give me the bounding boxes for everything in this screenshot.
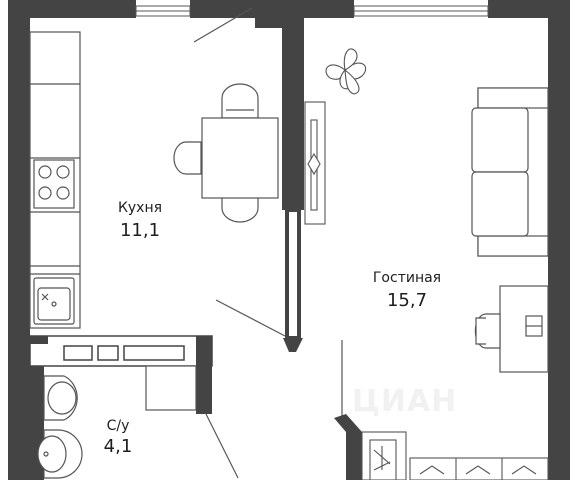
bath-cabinet bbox=[145, 365, 197, 411]
sofa-arm-top bbox=[477, 87, 549, 109]
sofa bbox=[471, 87, 549, 257]
wall-kitchen-living-stub bbox=[285, 208, 301, 340]
chair-top bbox=[221, 83, 259, 119]
windows bbox=[135, 5, 489, 17]
wall-niche-1 bbox=[63, 345, 93, 361]
wall-niche-3 bbox=[123, 345, 185, 361]
wall-bath-cap-left bbox=[30, 336, 48, 344]
stove bbox=[33, 159, 75, 209]
interior-walls bbox=[29, 18, 304, 480]
sofa-cushion-1 bbox=[471, 107, 529, 173]
door-entry-top bbox=[193, 7, 253, 43]
doors bbox=[193, 7, 343, 479]
dining-set bbox=[173, 83, 279, 223]
room-label-kitchen: Кухня 11,1 bbox=[100, 200, 180, 242]
kitchen-sink bbox=[33, 277, 75, 325]
wall-niche-2 bbox=[97, 345, 119, 361]
dining-table bbox=[201, 117, 279, 199]
burner-2 bbox=[56, 165, 70, 179]
chair-left bbox=[173, 141, 202, 175]
burner-3 bbox=[38, 186, 52, 200]
tv-stand bbox=[304, 101, 326, 225]
wall-stub-end bbox=[283, 338, 303, 352]
door-bath bbox=[205, 413, 239, 479]
sofa-cushion-2 bbox=[471, 171, 529, 237]
wardrobe bbox=[409, 457, 549, 480]
door-kitchen bbox=[215, 299, 286, 337]
sofa-arm-bottom bbox=[477, 235, 549, 257]
room-name: С/у bbox=[106, 418, 130, 434]
room-label-bathroom: С/у 4,1 bbox=[96, 418, 140, 458]
plant bbox=[325, 48, 367, 95]
burner-4 bbox=[56, 186, 70, 200]
bathroom-fixtures bbox=[37, 365, 197, 479]
room-area: 15,7 bbox=[386, 290, 428, 311]
room-area: 11,1 bbox=[119, 220, 161, 241]
wall-bath-right bbox=[196, 336, 212, 414]
room-label-living: Гостиная 15,7 bbox=[362, 270, 452, 312]
wall-kitchen-living bbox=[282, 18, 304, 210]
wall-right bbox=[548, 0, 570, 480]
room-name: Гостиная bbox=[372, 270, 442, 286]
burner-1 bbox=[38, 165, 52, 179]
room-area: 4,1 bbox=[103, 436, 133, 457]
wall-left bbox=[8, 0, 30, 480]
hall-wall bbox=[334, 414, 407, 480]
watermark: ЦИАН bbox=[352, 384, 458, 419]
room-name: Кухня bbox=[117, 200, 163, 216]
wall-top-left bbox=[8, 0, 136, 18]
chair-bottom bbox=[221, 195, 259, 223]
desk-set bbox=[474, 285, 549, 373]
